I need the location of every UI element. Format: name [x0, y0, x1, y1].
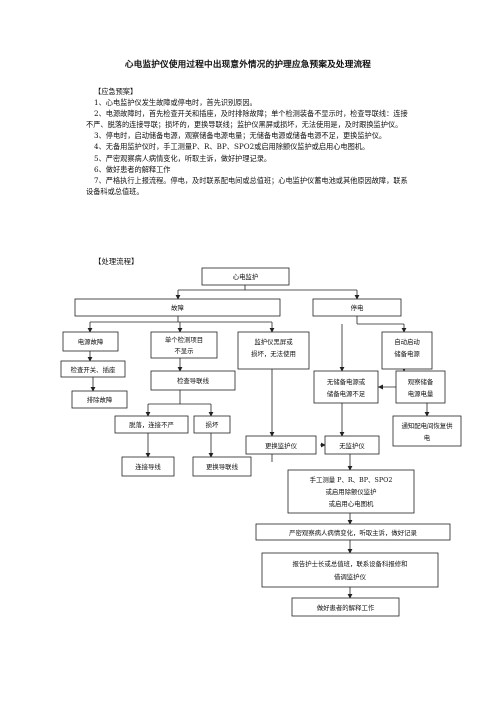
node-power-outage: 停电 [312, 298, 402, 317]
arrowhead-left [378, 384, 383, 390]
node-replace-monitor: 更换监护仪 [245, 435, 317, 455]
svg-text:检查开关、插座: 检查开关、插座 [71, 365, 116, 374]
plan-item-2: 2、电源故障时，首先检查开关和插座，及时排除故障；单个检测装备不显示时，检查导联… [86, 109, 408, 130]
flow-connectors [87, 285, 430, 599]
flow-heading: 【处理流程】 [94, 257, 139, 266]
svg-text:做好患者的解释工作: 做好患者的解释工作 [317, 603, 375, 612]
node-fault: 故障 [74, 298, 281, 317]
svg-text:电: 电 [424, 433, 431, 442]
svg-text:自动启动: 自动启动 [394, 337, 420, 346]
node-report: 报告护士长或总值班，联系设备科报修和 借调监护仪 [261, 552, 439, 588]
svg-text:损坏: 损坏 [206, 420, 219, 429]
plan-item-6: 6、做好患者的解释工作 [94, 164, 171, 174]
node-connect-lead: 连接导线 [121, 456, 175, 477]
document-title: 心电监护仪使用过程中出现意外情况的护理应急预案及处理流程 [124, 60, 372, 70]
svg-text:心电监护: 心电监护 [233, 272, 259, 281]
svg-text:检查导联线: 检查导联线 [177, 376, 210, 385]
emergency-plan-text: 【应急预案】 1、心电监护仪发生故障或停电时，首先识别原因。 2、电源故障时，首… [86, 86, 411, 197]
node-clear-fault: 排除故障 [71, 390, 128, 409]
svg-text:更换监护仪: 更换监护仪 [265, 441, 298, 450]
svg-text:手工测量 P、R、BP、SPO2: 手工测量 P、R、BP、SPO2 [310, 475, 393, 484]
node-single-item-no-display: 单个检测项目 不显示 [150, 331, 218, 359]
svg-text:更换导联线: 更换导联线 [206, 462, 239, 471]
node-loose-connection: 脱落，连接不严 [114, 415, 189, 434]
node-damaged: 损坏 [193, 415, 231, 434]
node-notify-power-room: 通知配电间恢复供 电 [392, 415, 462, 447]
svg-text:电源电量: 电源电量 [408, 389, 434, 398]
svg-text:脱落，连接不严: 脱落，连接不严 [129, 420, 174, 429]
svg-text:连接导线: 连接导线 [135, 462, 161, 471]
svg-text:通知配电间恢复供: 通知配电间恢复供 [401, 421, 453, 430]
plan-heading: 【应急预案】 [94, 87, 138, 96]
svg-text:储备电源: 储备电源 [394, 349, 420, 358]
node-check-lead: 检查导联线 [150, 370, 236, 391]
svg-text:故障: 故障 [171, 303, 184, 312]
svg-text:损坏，无法使用: 损坏，无法使用 [251, 349, 296, 358]
svg-text:或启用心电图机: 或启用心电图机 [329, 499, 374, 508]
node-manual-measure: 手工测量 P、R、BP、SPO2 或启用除颤仪监护 或启用心电图机 [287, 469, 415, 514]
node-check-switch: 检查开关、插座 [60, 360, 126, 378]
plan-item-7: 7、严格执行上报流程。停电，及时联系配电间或总值班；心电监护仪蓄电池或其他原因故… [86, 175, 408, 196]
plan-item-4: 4、无备用监护仪时，手工测量P、R、BP、SPO2或启用除颤仪监护或启用心电图机… [94, 142, 370, 152]
plan-item-5: 5、严密观察病人病情变化，听取主诉，做好护理记录。 [94, 153, 272, 163]
svg-text:借调监护仪: 借调监护仪 [334, 572, 367, 581]
node-no-monitor: 无监护仪 [324, 435, 380, 455]
svg-text:观察储备: 观察储备 [408, 377, 434, 386]
svg-text:停电: 停电 [351, 303, 364, 312]
node-replace-lead: 更换导联线 [192, 456, 252, 477]
svg-text:电源故障: 电源故障 [78, 337, 104, 346]
node-observe-backup: 观察储备 电源电量 [395, 370, 446, 404]
svg-text:单个检测项目: 单个检测项目 [165, 335, 203, 344]
svg-text:监护仪黑屏或: 监护仪黑屏或 [254, 337, 293, 346]
node-observe-patient: 严密观察病人病情变化，听取主诉，做好记录 [255, 523, 451, 541]
svg-text:不显示: 不显示 [174, 347, 194, 355]
node-auto-start-backup: 自动启动 储备电源 [381, 331, 433, 370]
node-explain: 做好患者的解释工作 [291, 597, 400, 617]
node-root: 心电监护 [201, 267, 290, 286]
svg-text:储备电源不足: 储备电源不足 [327, 389, 366, 398]
svg-text:报告护士长或总值班，联系设备科报修和: 报告护士长或总值班，联系设备科报修和 [292, 559, 407, 568]
svg-text:无监护仪: 无监护仪 [339, 441, 365, 450]
plan-item-3: 3、停电时，启动储备电源，观察储备电源电量；无储备电源或储备电源不足，更换监护仪… [94, 131, 387, 141]
node-monitor-black-screen: 监护仪黑屏或 损坏，无法使用 [237, 331, 310, 370]
plan-item-1: 1、心电监护仪发生故障或停电时，首先识别原因。 [94, 98, 257, 108]
svg-text:或启用除颤仪监护: 或启用除颤仪监护 [325, 487, 376, 496]
svg-text:严密观察病人病情变化，听取主诉，做好记录: 严密观察病人病情变化，听取主诉，做好记录 [289, 528, 417, 537]
svg-text:排除故障: 排除故障 [87, 395, 113, 404]
node-no-backup-power: 无储备电源或 储备电源不足 [313, 370, 379, 404]
node-power-fault: 电源故障 [62, 331, 119, 352]
svg-text:无储备电源或: 无储备电源或 [327, 377, 366, 386]
